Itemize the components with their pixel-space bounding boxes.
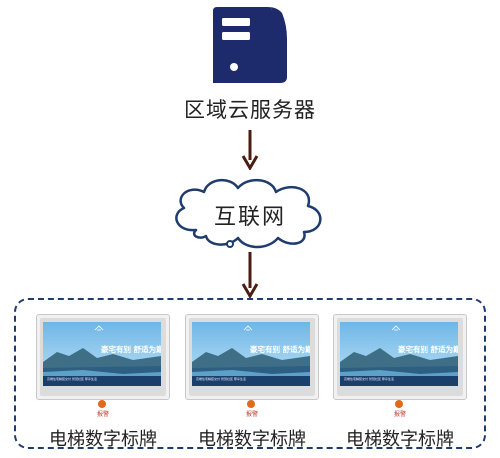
signage-device: 豪宅有别 舒适为巅 高端住宅精装交付 智慧社区 尊享生活 报警 电梯数字标牌 — [185, 314, 319, 450]
cloud-icon — [175, 179, 322, 249]
screen-headline: 豪宅有别 舒适为巅 — [250, 345, 310, 354]
alarm-label: 报警 — [96, 411, 109, 418]
alarm-icon — [98, 400, 106, 408]
signage-device: 豪宅有别 舒适为巅 高端住宅精装交付 智慧社区 尊享生活 报警 电梯数字标牌 — [333, 314, 467, 450]
device-label: 电梯数字标牌 — [198, 429, 306, 450]
screen-footer: 高端住宅精装交付 智慧社区 尊享生活 — [196, 377, 246, 381]
screen-footer: 高端住宅精装交付 智慧社区 尊享生活 — [344, 377, 394, 381]
arrow-down-icon — [241, 130, 259, 170]
alarm-label: 报警 — [245, 411, 258, 418]
device-screen: 豪宅有别 舒适为巅 高端住宅精装交付 智慧社区 尊享生活 — [43, 322, 161, 386]
alarm-icon — [395, 400, 403, 408]
device-screen: 豪宅有别 舒适为巅 高端住宅精装交付 智慧社区 尊享生活 — [340, 322, 458, 386]
device-group — [14, 298, 486, 449]
alarm-label: 报警 — [393, 411, 406, 418]
server-tower-icon — [213, 7, 287, 83]
arrow-down-icon — [241, 252, 259, 298]
screen-footer: 高端住宅精装交付 智慧社区 尊享生活 — [47, 377, 97, 381]
cloud-label: 互联网 — [213, 205, 286, 230]
screen-headline: 豪宅有别 舒适为巅 — [101, 345, 161, 354]
alarm-icon — [247, 400, 255, 408]
device-label: 电梯数字标牌 — [49, 429, 157, 450]
device-label: 电梯数字标牌 — [346, 429, 454, 450]
server-label: 区域云服务器 — [184, 98, 316, 122]
device-screen: 豪宅有别 舒适为巅 高端住宅精装交付 智慧社区 尊享生活 — [192, 322, 310, 386]
signage-device: 豪宅有别 舒适为巅 高端住宅精装交付 智慧社区 尊享生活 报警 电梯数字标牌 — [36, 314, 170, 450]
screen-headline: 豪宅有别 舒适为巅 — [398, 345, 458, 354]
